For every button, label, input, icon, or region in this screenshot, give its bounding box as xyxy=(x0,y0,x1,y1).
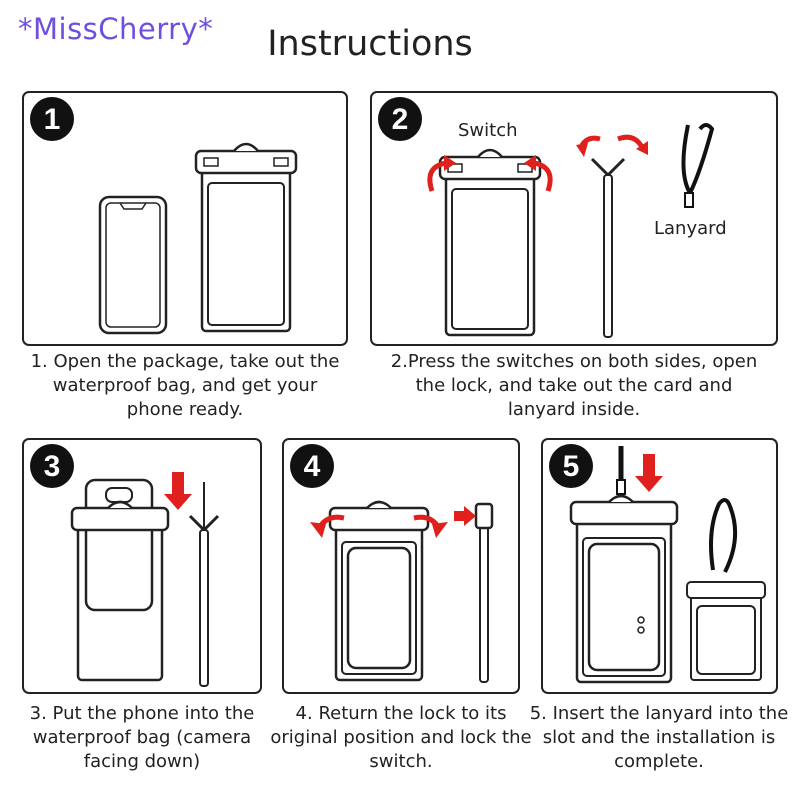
brand-logo: *MissCherry* xyxy=(18,12,214,46)
step-3-caption: 3. Put the phone into the waterproof bag… xyxy=(29,703,255,772)
right-arrow-icon xyxy=(454,511,466,521)
step-4-panel: 4 xyxy=(282,438,520,694)
phone-icon xyxy=(98,195,168,335)
card-icon xyxy=(479,521,489,683)
step-2-badge-icon xyxy=(378,97,422,141)
step-4-caption: 4. Return the lock to its original posit… xyxy=(270,703,532,772)
svg-text:5: 5 xyxy=(563,450,580,483)
step-3-illustration: 3 xyxy=(30,444,220,687)
step-2-panel: 2 Switch Lanyard xyxy=(370,91,778,346)
step-4-badge-icon xyxy=(290,444,334,488)
open-arrow-left-icon xyxy=(427,160,447,192)
svg-text:2: 2 xyxy=(392,103,409,136)
step-3-badge-icon xyxy=(30,444,74,488)
step-5-badge-icon xyxy=(549,444,593,488)
step-2-illustration: 2 xyxy=(378,97,715,338)
step-3-panel: 3 xyxy=(22,438,262,694)
svg-text:3: 3 xyxy=(44,450,61,483)
phone-icon xyxy=(346,546,412,670)
lanyard-label: Lanyard xyxy=(654,218,727,239)
switch-label: Switch xyxy=(458,120,518,141)
card-icon xyxy=(603,174,613,338)
waterproof-bag-icon xyxy=(200,151,292,333)
step-1-badge-icon xyxy=(30,97,74,141)
open-arrow-right-icon xyxy=(533,160,553,192)
down-arrow-icon xyxy=(643,454,655,478)
step-5-panel: 5 xyxy=(541,438,778,694)
step-1-number: 1 xyxy=(44,103,61,136)
phone-icon xyxy=(84,478,154,612)
step-4-illustration: 4 xyxy=(290,444,494,683)
step-5-illustration: 5 xyxy=(549,444,766,684)
step-2-caption: 2.Press the switches on both sides, open… xyxy=(390,351,758,420)
lanyard-icon xyxy=(681,123,715,198)
step-5-caption: 5. Insert the lanyard into the slot and … xyxy=(529,703,789,772)
down-arrow-icon xyxy=(172,472,184,496)
step-1-panel: 1 xyxy=(22,91,348,346)
step-1-caption: 1. Open the package, take out the waterp… xyxy=(30,351,340,420)
arrow-icon xyxy=(617,134,645,149)
svg-text:4: 4 xyxy=(304,450,321,483)
page-title: Instructions xyxy=(267,24,473,64)
card-icon xyxy=(199,529,209,687)
finished-bag-icon xyxy=(690,589,762,681)
phone-icon xyxy=(587,542,661,672)
step-1-illustration: 1 xyxy=(30,97,298,335)
lanyard-icon xyxy=(709,498,738,573)
